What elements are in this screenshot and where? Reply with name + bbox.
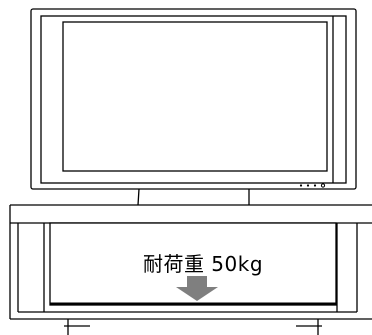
stand-feet [64, 319, 322, 335]
load-capacity-label: 耐荷重 50kg [142, 252, 264, 276]
tv-screen [62, 21, 328, 172]
tv-outer-frame [30, 8, 357, 190]
indicator-dots-icon [299, 184, 317, 187]
tv-stand-neck-left [137, 188, 140, 206]
power-indicator-icon [320, 183, 326, 188]
tv-bezel-inner [40, 15, 347, 184]
down-arrow-icon [176, 276, 218, 301]
television [30, 8, 357, 206]
